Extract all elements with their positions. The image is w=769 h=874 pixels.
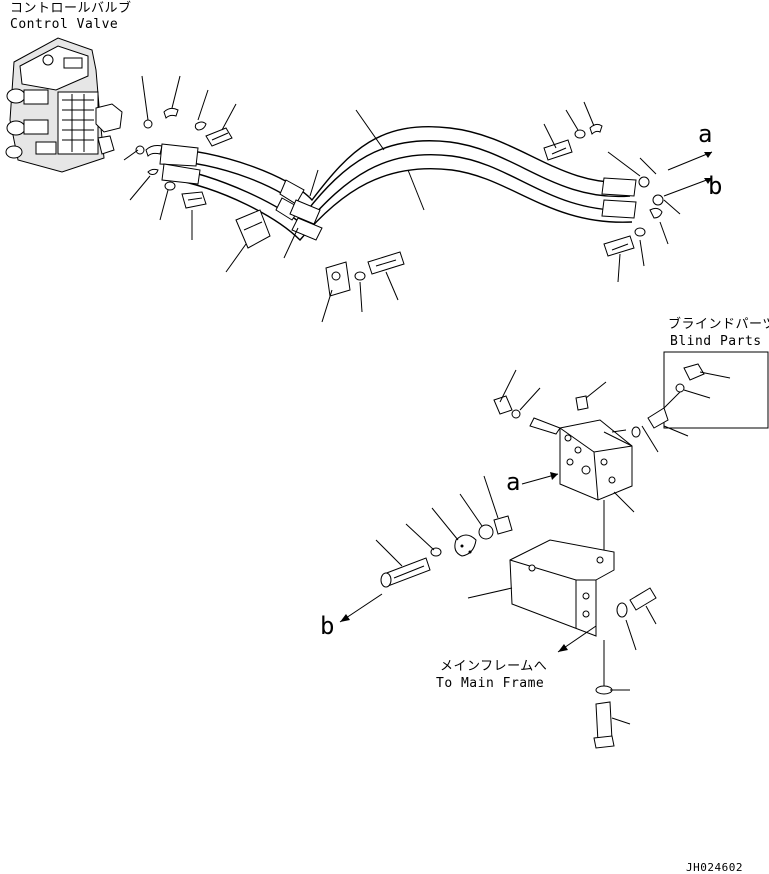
drawing-number: JH024602 [686, 861, 743, 874]
connector-arrows-top [663, 151, 713, 197]
connector-arrows-bottom [339, 472, 597, 653]
connector-a-top: a [698, 120, 713, 148]
right-leaders [543, 101, 681, 283]
control-valve [5, 37, 123, 173]
blind-parts-box [663, 351, 769, 429]
connector-a-bottom: a [506, 468, 521, 496]
connector-b-bottom: b [320, 612, 335, 640]
connector-b-top: b [708, 172, 723, 200]
right-fittings [543, 123, 664, 257]
block-leaders [375, 369, 689, 725]
hose-clamps [235, 209, 405, 297]
main-frame-label-en: To Main Frame [436, 676, 545, 691]
block-assembly [380, 395, 669, 588]
mounting-bracket [509, 539, 615, 637]
control-valve-label-jp: コントロールバルブ [10, 1, 132, 16]
main-frame-label-jp: メインフレームへ [440, 659, 548, 674]
hydraulic-hoses [159, 126, 637, 242]
control-valve-label-en: Control Valve [10, 17, 119, 32]
valve-leaders [123, 75, 237, 240]
frame-bolts [593, 500, 657, 749]
hose-leaders [225, 109, 425, 323]
blind-parts-label-jp: ブラインドパーツ [668, 317, 769, 332]
blind-parts-label-en: Blind Parts [670, 334, 762, 349]
